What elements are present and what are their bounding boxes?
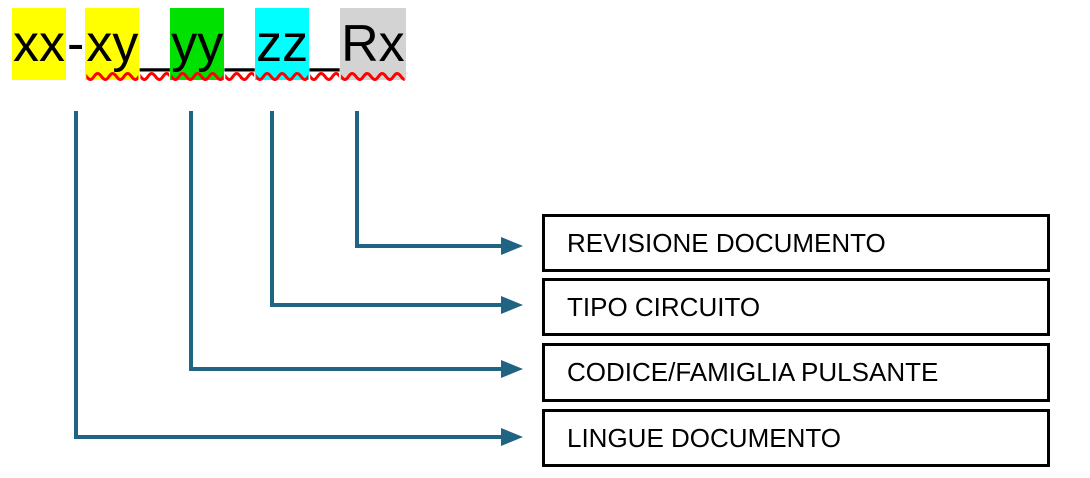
spellcheck-squiggle-span: xy_yy_zz_Rx bbox=[85, 8, 406, 80]
filename-segment-xy: xy bbox=[85, 8, 140, 80]
filename-segment-zz: zz bbox=[255, 8, 310, 80]
label-box-tipo-circuito: TIPO CIRCUITO bbox=[542, 278, 1050, 336]
label-text: CODICE/FAMIGLIA PULSANTE bbox=[567, 357, 939, 387]
label-text: LINGUE DOCUMENTO bbox=[567, 422, 841, 453]
label-text: TIPO CIRCUITO bbox=[567, 291, 761, 322]
filename-separator-underscore: _ bbox=[310, 15, 340, 73]
label-text: REVISIONE DOCUMENTO bbox=[567, 227, 886, 258]
connector-zz-to-tipo-circuito bbox=[270, 111, 523, 314]
filename-separator-hyphen: - bbox=[67, 15, 85, 73]
filename-segment-xx: xx bbox=[12, 8, 66, 80]
filename-segment-rx: Rx bbox=[340, 8, 406, 80]
filename-pattern: xx-xy_yy_zz_Rx bbox=[12, 8, 406, 80]
label-box-lingue-documento: LINGUE DOCUMENTO bbox=[542, 409, 1050, 467]
connector-yy-to-codice-famiglia-pulsante bbox=[189, 111, 523, 378]
label-box-codice-famiglia-pulsante: CODICE/FAMIGLIA PULSANTE bbox=[542, 343, 1050, 402]
connector-xxxy-to-lingue-documento bbox=[74, 111, 523, 446]
connector-rx-to-revisione-documento bbox=[355, 111, 523, 255]
filename-separator-underscore: _ bbox=[225, 15, 255, 73]
filename-separator-underscore: _ bbox=[140, 15, 170, 73]
filename-segment-yy: yy bbox=[170, 8, 225, 80]
label-box-revisione-documento: REVISIONE DOCUMENTO bbox=[542, 214, 1050, 272]
